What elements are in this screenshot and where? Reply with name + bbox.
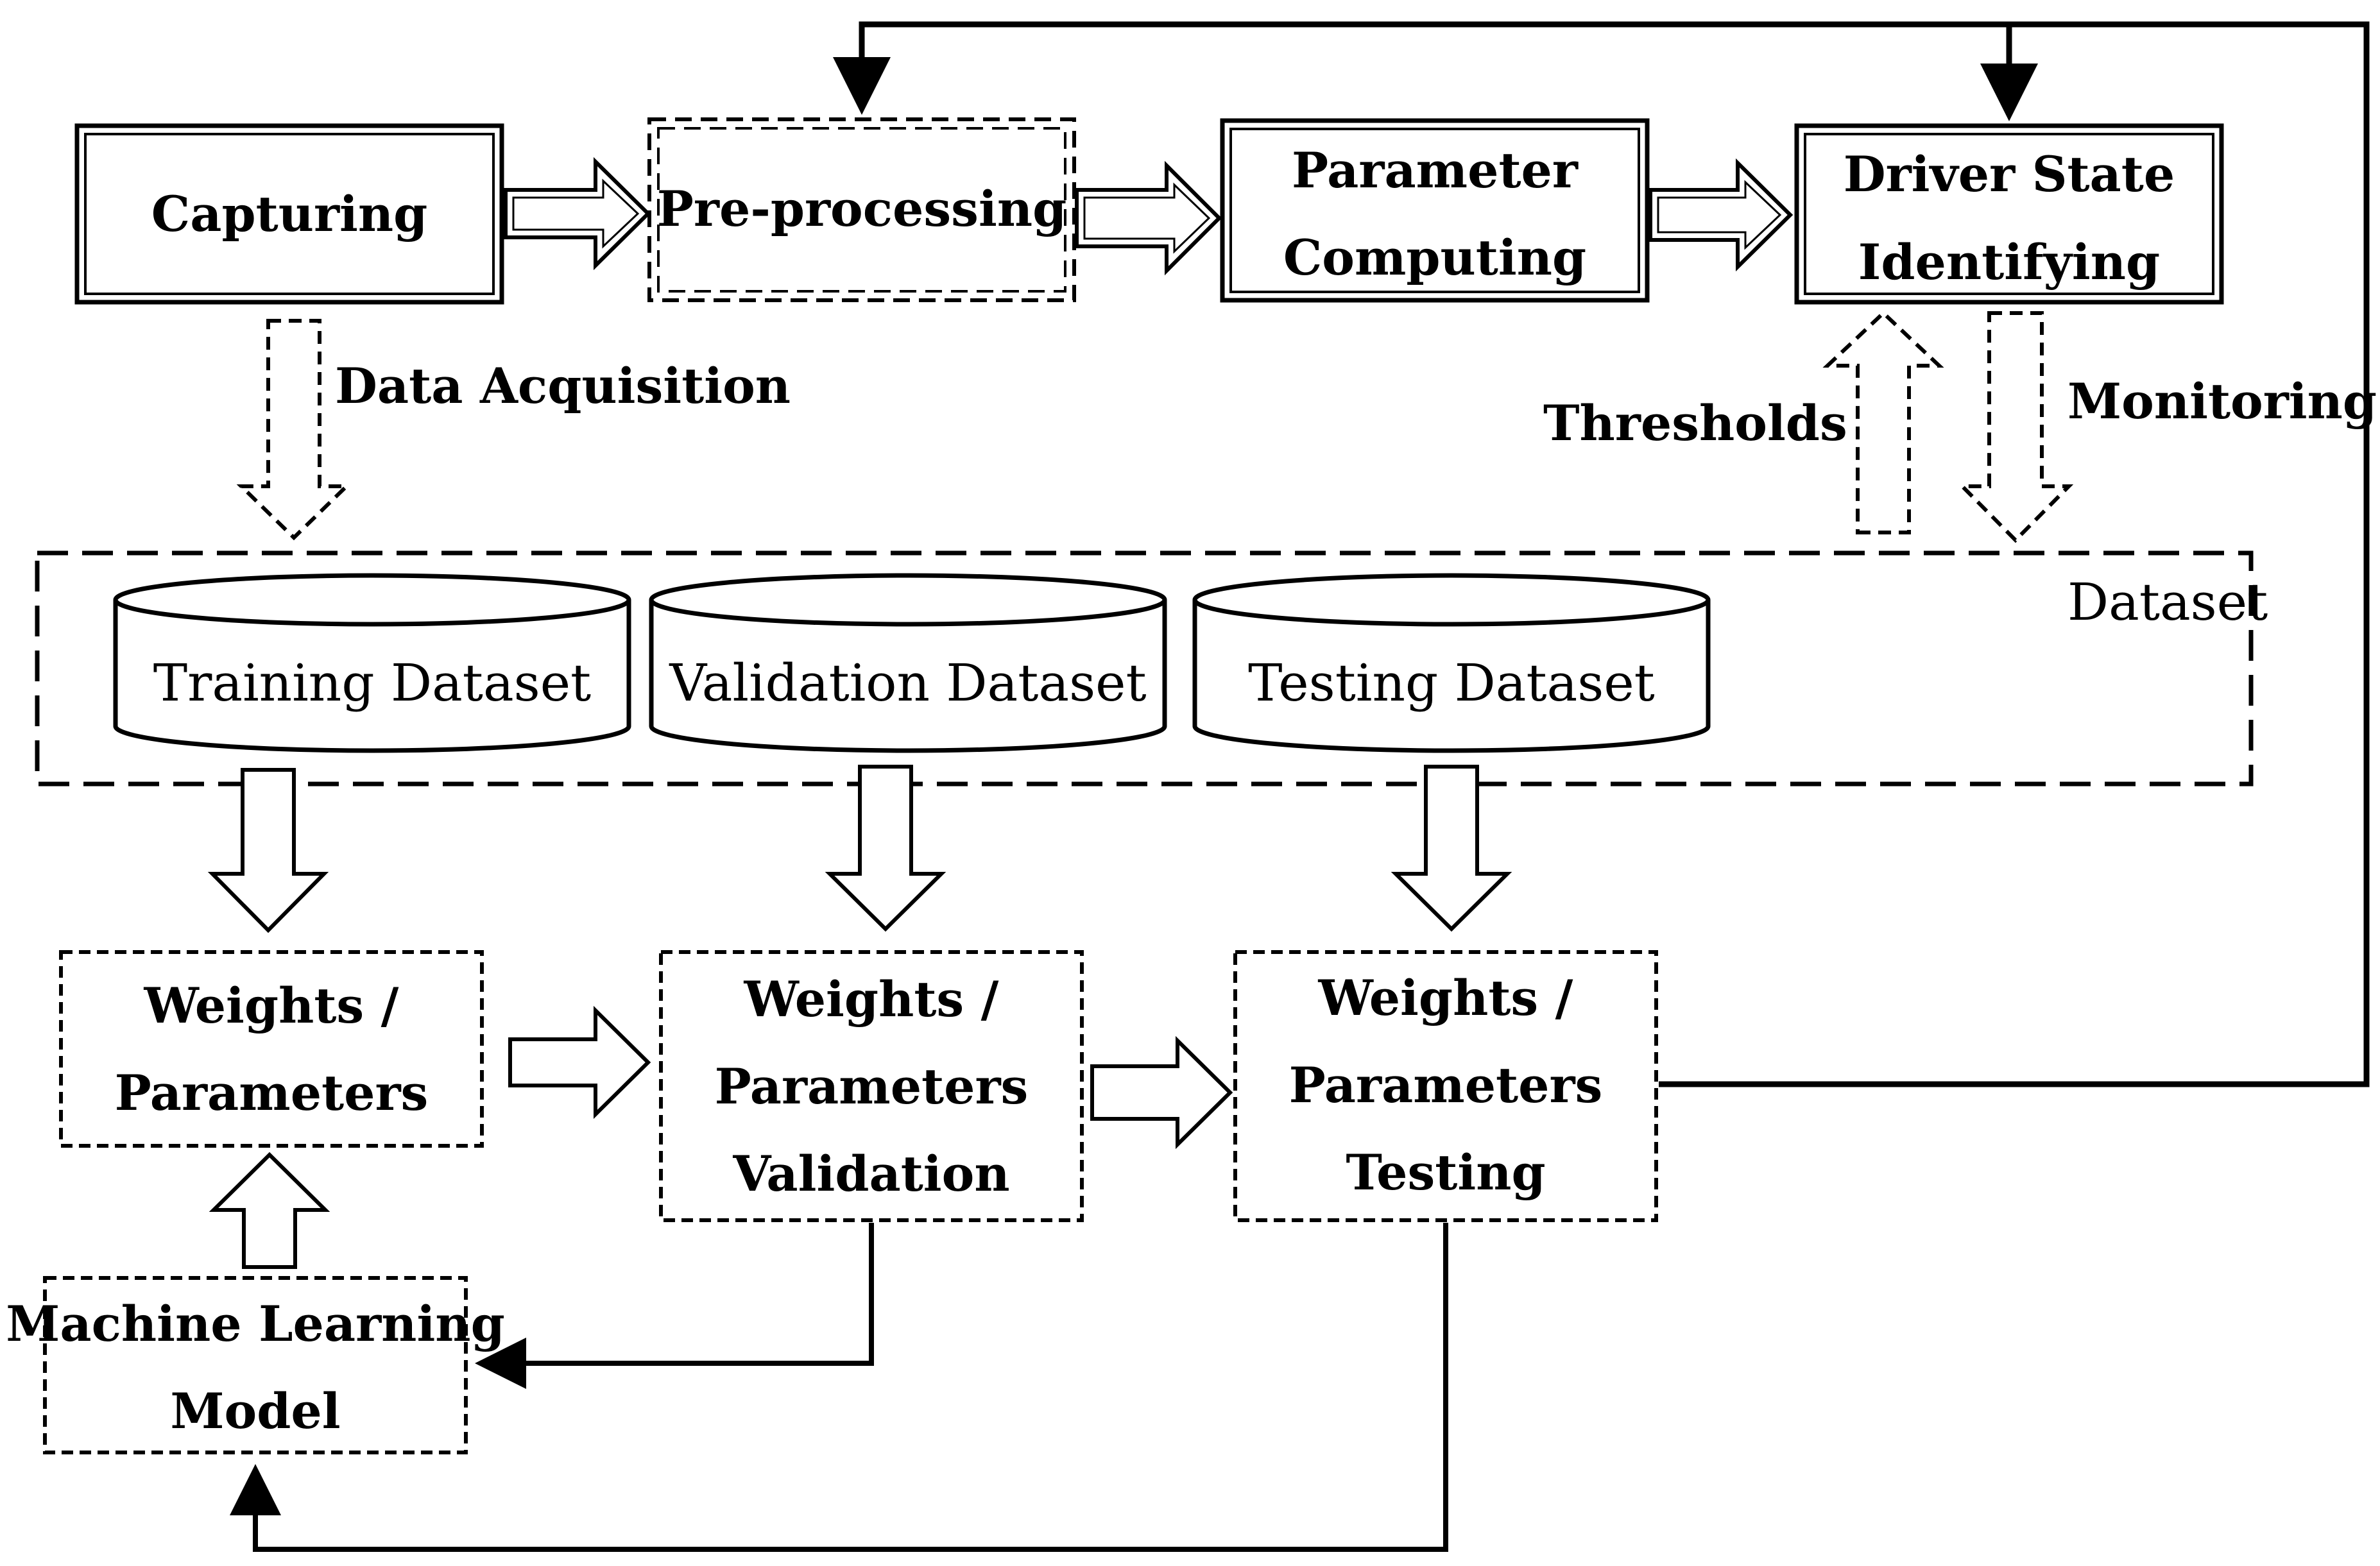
weights-testing-label-1: Weights / bbox=[1318, 969, 1573, 1026]
arrow-parameter-to-driver bbox=[1648, 158, 1794, 272]
arrow-model-to-weights bbox=[209, 1152, 330, 1269]
arrow-training-down bbox=[207, 768, 329, 933]
preprocessing-box: Pre-processing bbox=[647, 117, 1076, 302]
data-acquisition-arrow bbox=[236, 319, 352, 541]
validation-dataset-label: Validation Dataset bbox=[669, 653, 1146, 713]
weights-training-label-2: Parameters bbox=[115, 1064, 429, 1121]
capturing-box: Capturing bbox=[74, 123, 504, 305]
dataset-label: Dataset bbox=[2068, 572, 2268, 632]
parameter-computing-label-2: Computing bbox=[1283, 229, 1586, 286]
driver-state-label-2: Identifying bbox=[1858, 234, 2160, 291]
weights-validation-label-2: Parameters bbox=[715, 1058, 1029, 1115]
monitoring-arrow bbox=[1957, 311, 2074, 543]
weights-validation-box: Weights / Parameters Validation bbox=[659, 950, 1084, 1222]
testing-dataset-db: Testing Dataset bbox=[1192, 573, 1711, 753]
ml-model-label-2: Model bbox=[170, 1383, 340, 1440]
arrow-preprocessing-to-parameter bbox=[1075, 160, 1222, 276]
feedback-testing-to-top bbox=[833, 21, 2370, 1087]
arrow-capturing-to-preprocessing bbox=[504, 157, 651, 271]
arrow-training-to-validation bbox=[508, 1005, 651, 1119]
thresholds-arrow bbox=[1822, 310, 1944, 534]
parameter-computing-label-1: Parameter bbox=[1292, 142, 1579, 199]
weights-testing-box: Weights / Parameters Testing bbox=[1233, 950, 1658, 1222]
feedback-testing-to-model bbox=[230, 1223, 1448, 1552]
weights-validation-label-1: Weights / bbox=[744, 971, 999, 1028]
ml-model-label-1: Machine Learning bbox=[6, 1295, 504, 1352]
driver-state-box: Driver State Identifying bbox=[1794, 123, 2224, 305]
training-dataset-label: Training Dataset bbox=[153, 653, 591, 713]
arrow-validation-down bbox=[825, 765, 946, 932]
training-dataset-db: Training Dataset bbox=[113, 573, 631, 753]
feedback-validation-to-model bbox=[475, 1223, 874, 1389]
data-acquisition-label: Data Acquisition bbox=[335, 357, 791, 414]
preprocessing-label: Pre-processing bbox=[657, 180, 1066, 237]
validation-dataset-db: Validation Dataset bbox=[649, 573, 1167, 753]
parameter-computing-box: Parameter Computing bbox=[1220, 118, 1650, 303]
arrow-validation-to-testing bbox=[1090, 1035, 1233, 1150]
arrow-testing-down bbox=[1391, 765, 1512, 932]
ml-model-box: Machine Learning Model bbox=[6, 1276, 505, 1454]
weights-testing-label-3: Testing bbox=[1346, 1144, 1545, 1201]
capturing-label: Capturing bbox=[151, 185, 428, 243]
weights-training-box: Weights / Parameters bbox=[59, 950, 484, 1148]
driver-state-label-1: Driver State bbox=[1844, 146, 2175, 203]
weights-testing-label-2: Parameters bbox=[1289, 1057, 1603, 1114]
monitoring-label: Monitoring bbox=[2068, 373, 2377, 430]
thresholds-label: Thresholds bbox=[1543, 395, 1847, 452]
testing-dataset-label: Testing Dataset bbox=[1248, 653, 1655, 713]
weights-validation-label-3: Validation bbox=[732, 1145, 1009, 1202]
weights-training-label-1: Weights / bbox=[144, 977, 399, 1034]
dataset-container: Dataset bbox=[35, 550, 2268, 787]
